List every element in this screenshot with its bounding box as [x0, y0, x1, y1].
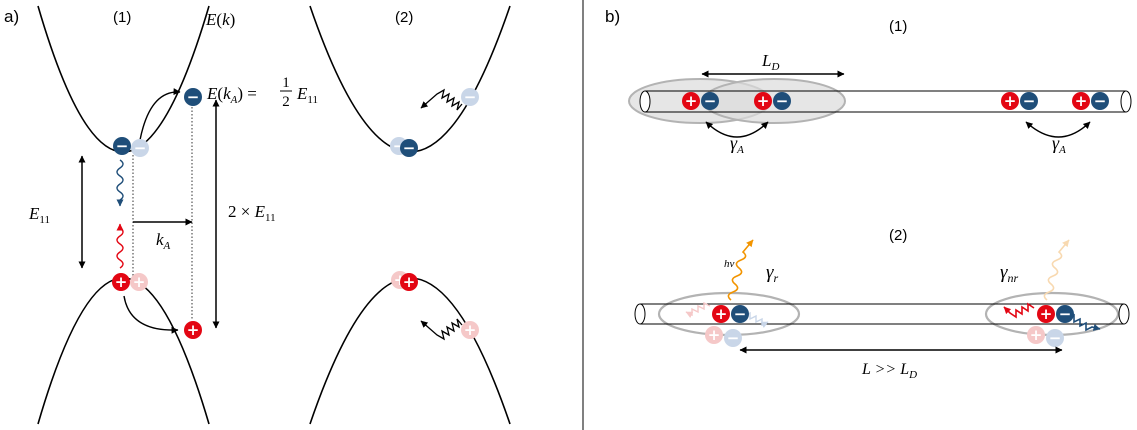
hole-transfer-arrow [123, 295, 179, 334]
dispersion-label: E(k) [205, 10, 235, 29]
auger-arrow-right [1025, 121, 1091, 138]
valence-band-2 [309, 277, 511, 425]
svg-text:+: + [133, 273, 146, 291]
electron-decay-wave [116, 159, 124, 207]
faded-exciton-2b: + − [1027, 326, 1064, 347]
auger-arrow-left [705, 121, 769, 138]
svg-text:2: 2 [282, 94, 290, 110]
panel-b-diagram2-title: (2) [889, 227, 907, 244]
panel-a-label: a) [4, 7, 19, 26]
exciton-1b: + − [754, 92, 791, 110]
svg-text:−: − [1094, 92, 1107, 110]
ka-label: kA [156, 230, 171, 252]
faded-hole-2a: + [461, 321, 479, 339]
nonradiative-wave-blue [1067, 313, 1101, 332]
hole-decay-wave [116, 223, 124, 269]
svg-text:+: + [115, 273, 128, 291]
electron-transfer-arrow [139, 88, 181, 141]
svg-text:+: + [1075, 92, 1088, 110]
svg-text:−: − [1023, 92, 1036, 110]
svg-text:−: − [1059, 305, 1072, 323]
nanotube-1 [639, 90, 1132, 113]
hole-cooling-wave [420, 318, 463, 341]
exciton-1c: + − [1001, 92, 1038, 110]
faded-wave-left [685, 301, 711, 319]
svg-text:−: − [134, 139, 147, 157]
svg-text:+: + [757, 92, 770, 110]
hole-2: + [400, 273, 418, 291]
hole-1: + [112, 273, 130, 291]
diffusion-length-label: LD [761, 51, 779, 73]
exciton-2b: + − [1037, 305, 1074, 323]
faded-photon-wave [1043, 239, 1070, 301]
faded-electron-1: − [131, 139, 149, 157]
ka-energy-equation: E(kA) = 1 2 E11 [206, 75, 318, 110]
photon-label: hν [724, 258, 735, 270]
nonradiative-rate-label: γnr [1000, 262, 1019, 285]
svg-text:+: + [1040, 305, 1053, 323]
faded-electron-2a: − [461, 88, 479, 106]
faded-hole-1: + [130, 273, 148, 291]
svg-text:−: − [187, 88, 200, 106]
separation-label: L >> LD [861, 361, 917, 381]
double-gap-label: 2 × E11 [228, 202, 276, 224]
svg-text:−: − [403, 139, 416, 157]
electron-cooling-wave [420, 88, 463, 111]
svg-text:−: − [1049, 329, 1062, 347]
faded-wave-right-blue [743, 311, 769, 329]
svg-text:+: + [403, 273, 416, 291]
panel-b-label: b) [605, 7, 620, 26]
excited-electron: − [184, 88, 202, 106]
electron-2: − [400, 139, 418, 157]
conduction-band-2 [309, 5, 511, 153]
svg-text:+: + [715, 305, 728, 323]
svg-text:−: − [464, 88, 477, 106]
svg-text:E(kA) =: E(kA) = [206, 84, 257, 106]
photon-wave [727, 239, 754, 301]
svg-text:+: + [1004, 92, 1017, 110]
panel-a-diagram1-title: (1) [113, 9, 131, 26]
svg-text:−: − [727, 329, 740, 347]
radiative-rate-label: γr [766, 262, 779, 285]
auger-rate-label-left: γA [730, 133, 744, 156]
nonradiative-wave-red [1003, 302, 1035, 319]
svg-text:+: + [1030, 326, 1043, 344]
panel-b: b) (1) LD + − + − + − + − γA [605, 7, 1132, 381]
svg-text:−: − [704, 92, 717, 110]
nanotube-2 [634, 303, 1130, 325]
e11-gap-label: E11 [28, 204, 50, 226]
svg-text:+: + [464, 321, 477, 339]
auger-rate-label-right: γA [1052, 133, 1066, 156]
svg-text:−: − [734, 305, 747, 323]
conduction-band-1 [37, 5, 210, 153]
panel-a-diagram2-title: (2) [395, 9, 413, 26]
valence-band-1 [37, 277, 210, 425]
excited-hole: + [184, 321, 202, 339]
electron-1: − [113, 137, 131, 155]
svg-text:+: + [685, 92, 698, 110]
faded-exciton-2a: + − [705, 326, 742, 347]
exciton-1a: + − [682, 92, 719, 110]
svg-text:−: − [776, 92, 789, 110]
exciton-2a: + − [712, 305, 749, 323]
svg-text:+: + [187, 321, 200, 339]
exciton-1d: + − [1072, 92, 1109, 110]
svg-text:E11: E11 [296, 84, 318, 106]
panel-a: a) (1) E(k) E11 kA 2 × E11 E(kA) = 1 2 E… [4, 5, 511, 425]
svg-text:−: − [116, 137, 129, 155]
svg-text:1: 1 [282, 75, 290, 91]
svg-text:+: + [708, 326, 721, 344]
panel-b-diagram1-title: (1) [889, 18, 907, 35]
